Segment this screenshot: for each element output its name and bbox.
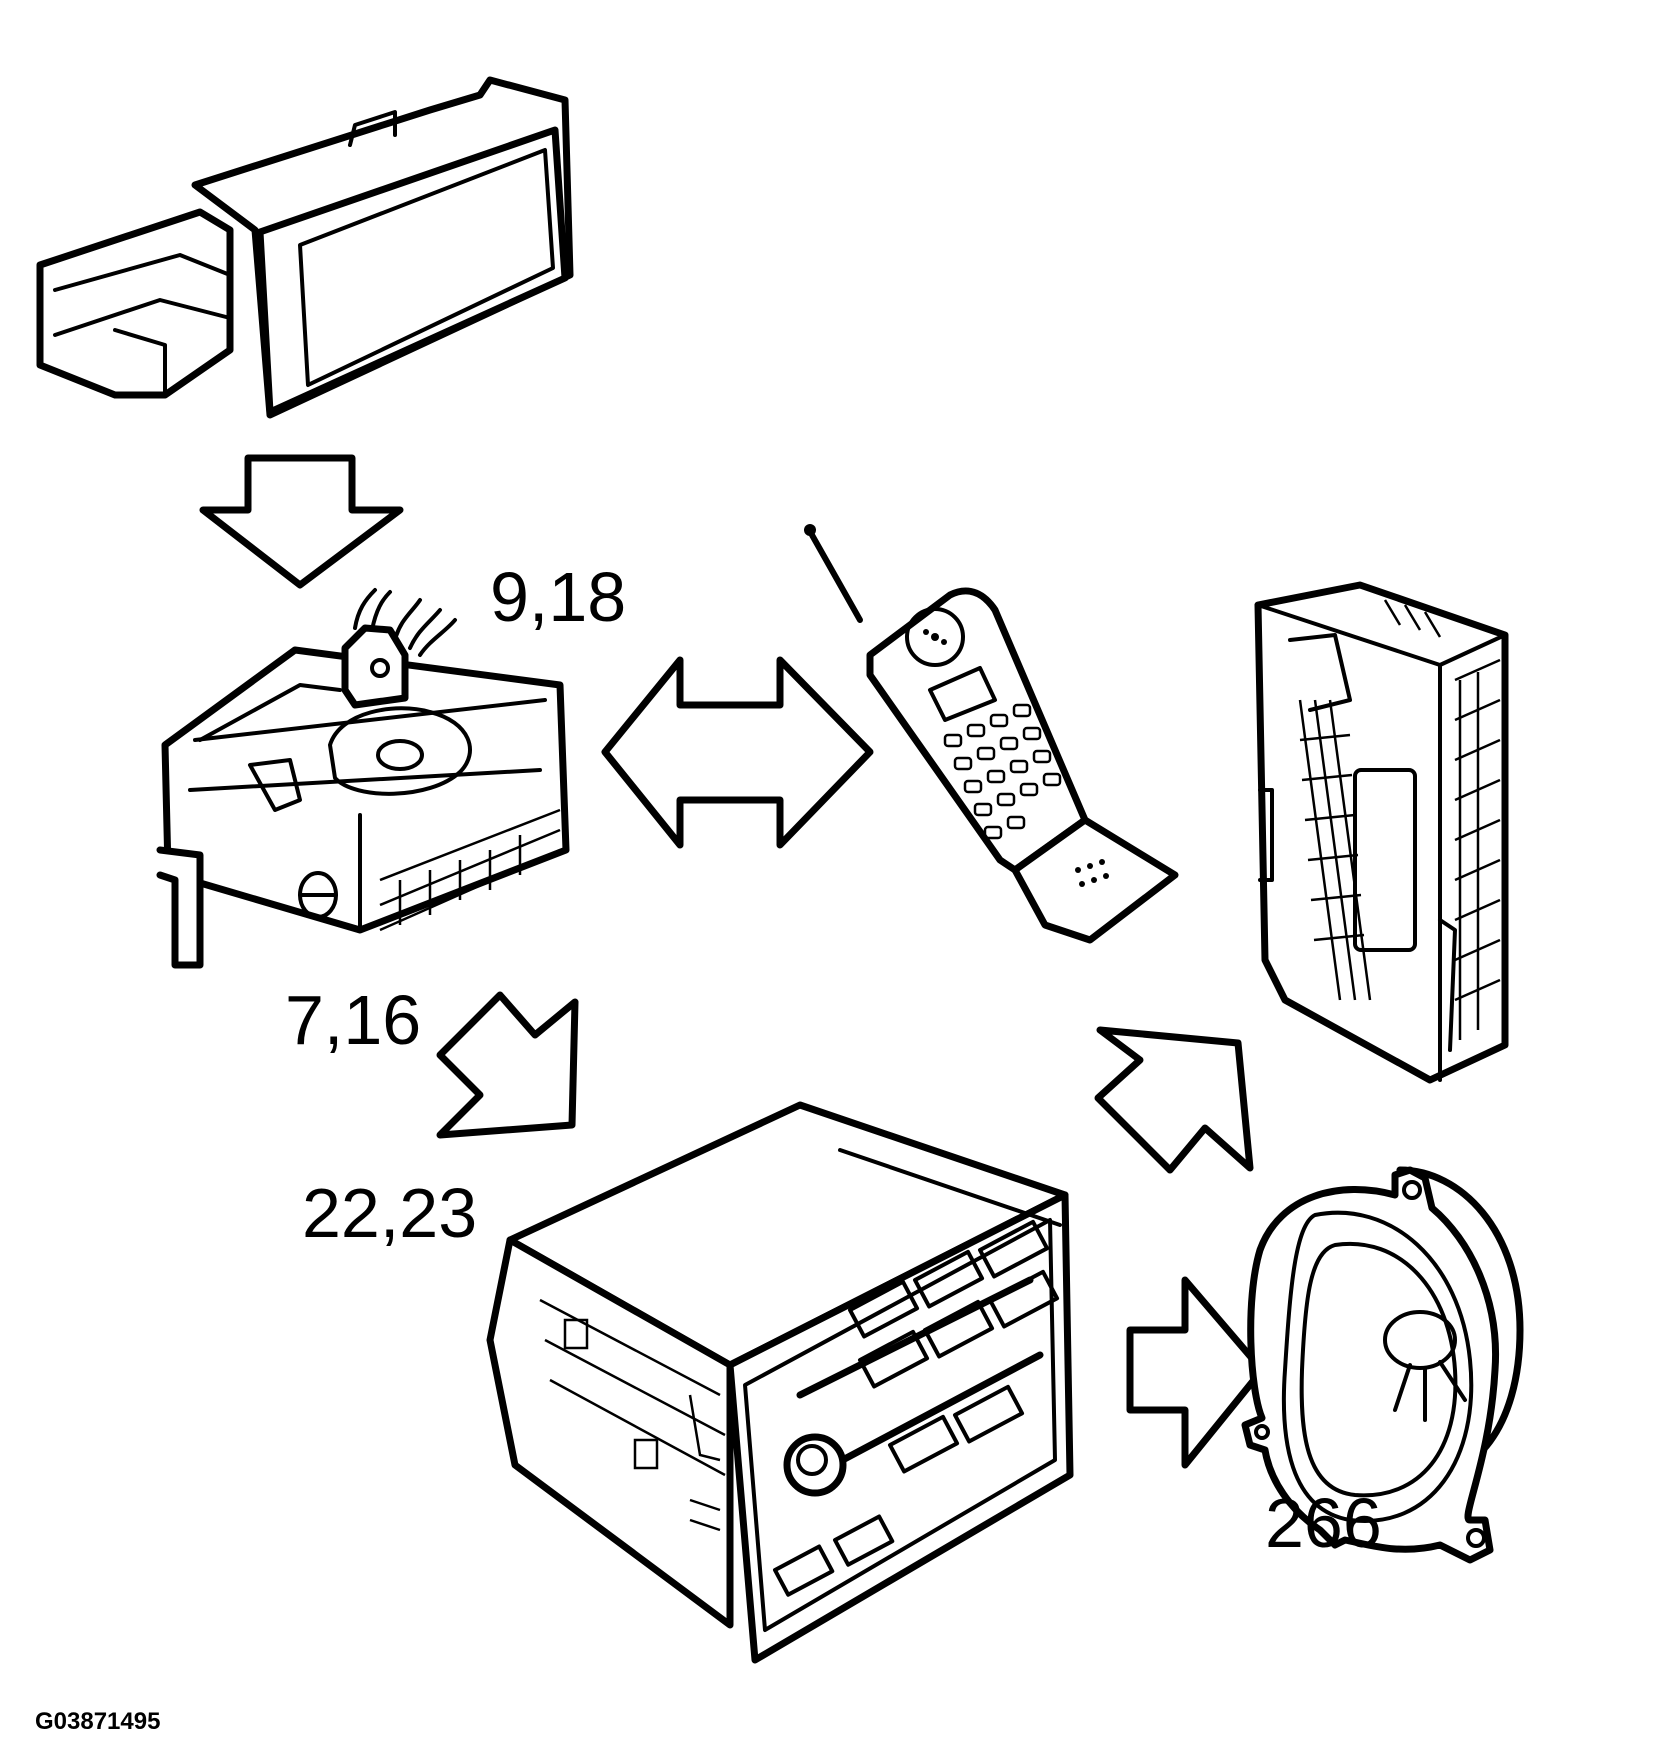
diagonal-down-arrow-icon bbox=[436, 991, 579, 1139]
module-reference-label: 9,18 bbox=[490, 558, 627, 636]
mobile-phone-icon bbox=[804, 524, 1179, 944]
down-arrow-icon bbox=[199, 454, 404, 589]
diagonal-up-arrow-icon bbox=[1094, 1026, 1254, 1174]
card-module-icon bbox=[36, 76, 574, 419]
double-arrow-icon bbox=[601, 656, 874, 849]
loudspeaker-icon bbox=[1241, 1166, 1524, 1564]
amplifier-icon bbox=[1254, 581, 1509, 1084]
radio-reference-label: 22,23 bbox=[302, 1174, 478, 1252]
connector-reference-label: 7,16 bbox=[285, 981, 422, 1059]
radio-head-unit-icon bbox=[486, 1101, 1074, 1664]
right-arrow-icon bbox=[1126, 1276, 1266, 1469]
figure-code-label: G03871495 bbox=[35, 1708, 161, 1735]
speaker-reference-label: 266 bbox=[1265, 1484, 1382, 1562]
connector-module-icon bbox=[156, 588, 570, 969]
